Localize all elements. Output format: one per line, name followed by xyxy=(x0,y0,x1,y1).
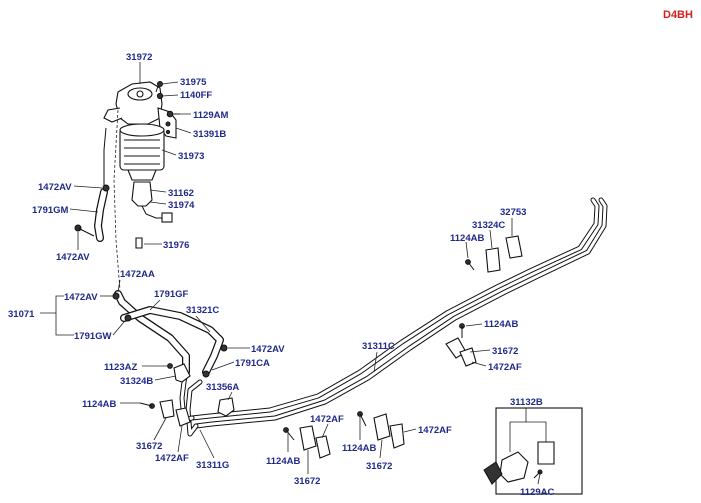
label-1791gm: 1791GM xyxy=(32,205,69,216)
label-31324b: 31324B xyxy=(120,376,153,387)
fuel-hose-1791gm xyxy=(94,127,108,242)
model-code: D4BH xyxy=(663,9,693,21)
label-31391b: 31391B xyxy=(193,129,226,140)
label-31972: 31972 xyxy=(126,52,152,63)
label-31672-c: 31672 xyxy=(366,461,392,472)
bolt-1140ff xyxy=(156,92,164,100)
clamp-set-a xyxy=(139,399,191,427)
label-1791gw: 1791GW xyxy=(74,331,112,342)
label-1472av-d: 1472AV xyxy=(251,344,285,355)
label-31356a: 31356A xyxy=(206,382,239,393)
fuel-filter-assembly xyxy=(103,81,177,291)
label-31071: 31071 xyxy=(8,309,35,320)
label-31975: 31975 xyxy=(180,77,207,88)
label-1124ab-e: 1124AB xyxy=(484,319,518,330)
label-1472av-b: 1472AV xyxy=(56,252,90,263)
clamp-set-d xyxy=(465,235,523,273)
label-1472av-a: 1472AV xyxy=(38,182,72,193)
clip-31356a xyxy=(217,397,235,417)
label-1124ab-d: 1124AB xyxy=(450,233,484,244)
label-1129am: 1129AM xyxy=(193,110,228,121)
label-31976: 31976 xyxy=(163,240,189,251)
label-1472af-d: 1472AF xyxy=(488,362,522,373)
label-31132b: 31132B xyxy=(510,397,543,408)
label-1472af-c: 1472AF xyxy=(418,425,452,436)
label-31324c: 31324C xyxy=(472,220,505,231)
label-31672-d: 31672 xyxy=(492,346,518,357)
label-1472av-c: 1472AV xyxy=(64,292,98,303)
label-1129ac: 1129AC xyxy=(520,487,554,498)
label-1140ff: 1140FF xyxy=(180,90,212,101)
label-31672-a: 31672 xyxy=(136,441,162,452)
clamp-set-e xyxy=(445,323,477,367)
label-1472aa: 1472AA xyxy=(120,269,155,280)
leader-lines xyxy=(40,62,547,485)
label-31321c: 31321C xyxy=(186,305,219,316)
label-1124ab-b: 1124AB xyxy=(266,456,300,467)
clamp-set-b xyxy=(283,425,331,459)
detail-31132b xyxy=(483,407,583,495)
label-31672-b: 31672 xyxy=(294,476,320,487)
label-31162: 31162 xyxy=(168,188,194,199)
label-31311g: 31311G xyxy=(196,460,229,471)
label-31974: 31974 xyxy=(168,200,195,211)
clamp-set-c xyxy=(357,411,405,449)
label-31311c: 31311C xyxy=(362,341,395,352)
label-1472af-b: 1472AF xyxy=(310,414,344,425)
hose-clamps xyxy=(74,184,228,378)
label-1124ab-a: 1124AB xyxy=(82,399,116,410)
fuel-pipe-main xyxy=(189,197,608,429)
label-1123az: 1123AZ xyxy=(104,362,137,373)
label-1791gf: 1791GF xyxy=(154,289,189,300)
label-1791ca: 1791CA xyxy=(235,358,270,369)
label-1124ab-c: 1124AB xyxy=(342,443,376,454)
label-32753: 32753 xyxy=(500,207,526,218)
label-1472af-a: 1472AF xyxy=(155,453,189,464)
label-31973: 31973 xyxy=(178,151,204,162)
